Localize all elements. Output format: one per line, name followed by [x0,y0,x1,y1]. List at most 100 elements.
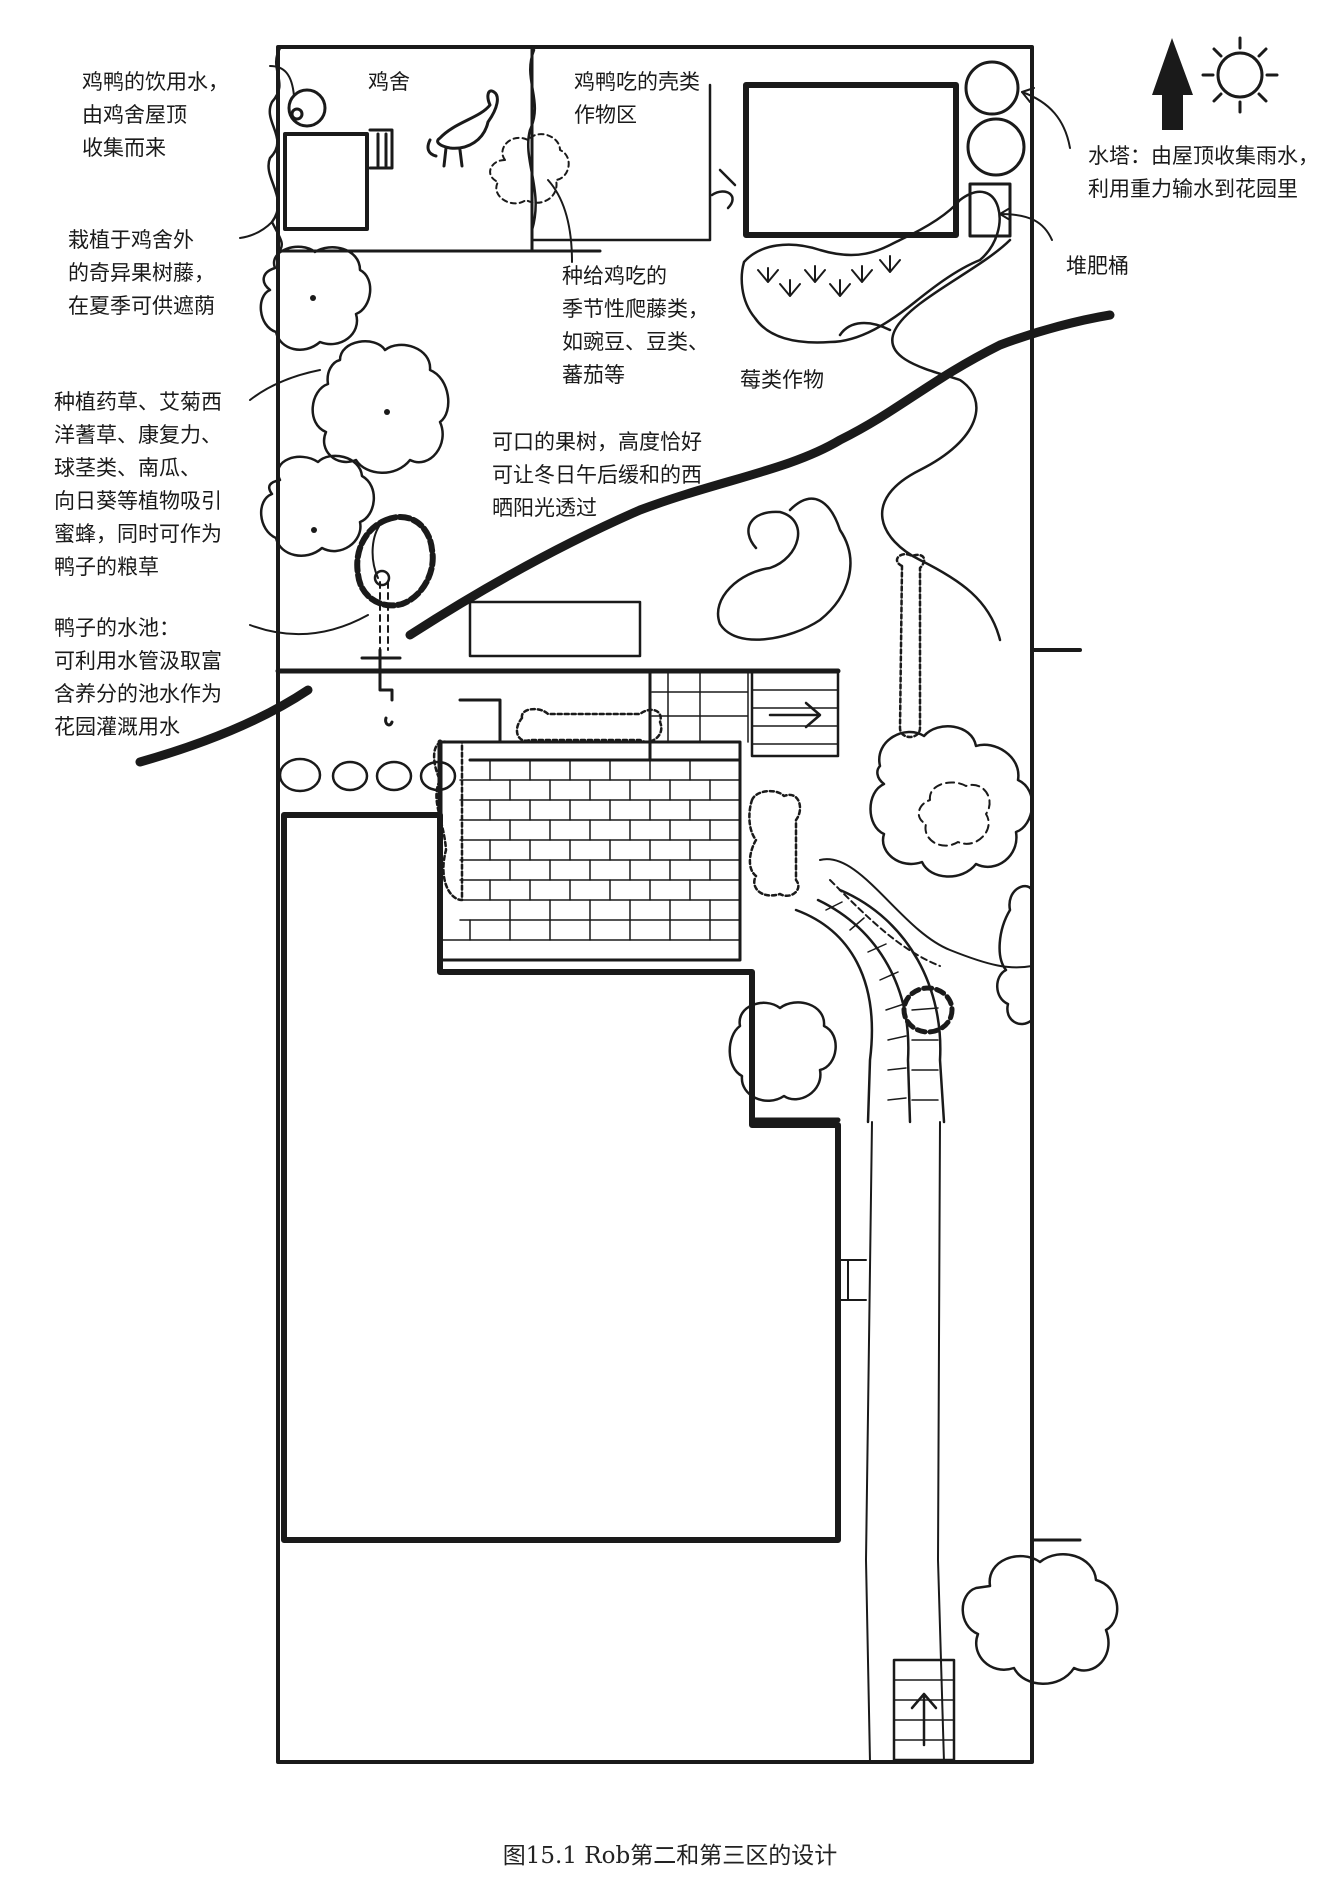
house-footprint [281,812,841,1543]
duck-pond-line-1: 鸭子的水池： [54,616,180,640]
seasonal-vines-line-4: 蕃茄等 [562,363,625,387]
coop-house [283,132,369,231]
herbs-line-5: 蜜蜂，同时可作为 [54,522,222,546]
drinking-water-pointer [269,65,295,97]
side-path [865,1121,945,1763]
shed-wall-line [530,83,712,242]
patio-outer-wall [437,739,841,1123]
berry-plants [757,255,901,297]
herbs-line-3: 球茎类、南瓜、 [54,456,201,480]
steps-arrow-icon [768,701,822,729]
herbs-line-1: 种植药草、艾菊西 [54,390,222,414]
water-tower-pointer [1021,91,1071,149]
curved-brick-path-ticks [825,901,939,1101]
duck-pond-line [135,685,313,767]
winter-sun-line [405,310,1115,640]
label-drinking-water: 鸡鸭的饮用水， 由鸡舍屋顶 收集而来 [82,66,229,165]
drinking-water-line-3: 收集而来 [82,136,166,160]
exotic-vine-line-3: 在夏季可供遮荫 [68,294,215,318]
label-berries: 莓类作物 [740,364,824,397]
duck-pond-pointer [249,614,369,635]
label-coop: 鸡舍 [368,66,410,99]
duck-pond-line-4: 花园灌溉用水 [54,715,180,739]
fruit-tree-3-trunk [311,527,317,533]
central-bed [468,600,642,658]
duck-pond-line-3: 含养分的池水作为 [54,682,222,706]
fruit-tree-3 [259,454,376,557]
compost-bin [968,182,1012,238]
small-shrubs [278,757,457,793]
seasonal-vine-pointer [547,179,573,263]
water-tower-pointer-head [1021,87,1035,103]
label-herbs: 种植药草、艾菊西 洋蓍草、康复力、 球茎类、南瓜、 向日葵等植物吸引 蜜蜂，同时… [54,386,222,584]
lower-path-curve-2 [829,879,941,967]
garden-tap-icon [360,648,402,727]
patio-steps [750,670,840,758]
front-yard-tree [961,1553,1119,1685]
label-water-tower: 水塔：由屋顶收集雨水， 利用重力输水到花园里 [1088,140,1319,206]
chicken-icon [426,89,499,168]
drinking-water-tank [287,88,327,128]
duck-pond-line-2: 可利用水管汲取富 [54,649,222,673]
drinking-water-line-2: 由鸡舍屋顶 [82,103,187,127]
fruit-trees-line-3: 晒阳光透过 [492,496,597,520]
water-tower-tank-1 [964,60,1020,116]
patio-shrub-right [748,789,802,897]
drinking-water-valve [290,107,304,121]
vine-pointer [239,221,273,239]
label-duck-pond: 鸭子的水池： 可利用水管汲取富 含养分的池水作为 花园灌溉用水 [54,612,222,744]
fruit-trees-line-2: 可让冬日午后缓和的西 [492,463,702,487]
fruit-trees-line-1: 可口的果树，高度恰好 [492,430,702,454]
shed-door [710,168,737,210]
pond-pump-icon [373,569,391,587]
coop-text: 鸡舍 [368,70,410,94]
fruit-tree-1 [259,245,372,351]
water-tower-tank-2 [966,117,1026,177]
label-fruit-trees: 可口的果树，高度恰好 可让冬日午后缓和的西 晒阳光透过 [492,426,702,525]
herbs-pointer [249,369,321,401]
side-path-gate [837,1259,867,1301]
berries-text: 莓类作物 [740,368,824,392]
fruit-tree-2 [311,340,450,474]
seasonal-vine-patch [489,133,570,205]
shade-tree-right-2 [996,884,1034,1026]
herbs-line-6: 鸭子的粮草 [54,555,159,579]
patio-steps-lines [751,689,839,745]
label-seasonal-vines: 种给鸡吃的 季节性爬藤类， 如豌豆、豆类、 蕃茄等 [562,260,709,392]
seasonal-vines-line-2: 季节性爬藤类， [562,297,709,321]
seasonal-vines-line-1: 种给鸡吃的 [562,264,667,288]
shed-building [743,82,959,238]
grain-area-line-1: 鸡鸭吃的壳类 [574,70,700,94]
lower-tree-left [728,1001,837,1102]
shade-tree-right [869,725,1034,878]
herbs-line-4: 向日葵等植物吸引 [54,489,222,513]
water-tower-line-1: 水塔：由屋顶收集雨水， [1088,144,1319,168]
compost-text: 堆肥桶 [1066,254,1129,278]
drinking-water-line-1: 鸡鸭的饮用水， [82,70,229,94]
grain-crop-area [530,45,602,253]
patio-top-brick [651,671,749,743]
berry-bed [740,190,1001,344]
duck-pond [354,513,436,609]
label-compost: 堆肥桶 [1066,250,1129,283]
exotic-vine-line-2: 的奇异果树藤， [68,261,215,285]
coop-feeder [368,128,394,170]
coop-vine-left [267,46,283,254]
hedge-right [895,552,926,739]
sun-icon [1201,36,1279,114]
exotic-vine-line-1: 栽植于鸡舍外 [68,228,194,252]
shade-tree-canopy [917,781,991,847]
stone-ring [901,985,955,1035]
compost-pointer [999,213,1053,241]
label-grain-area: 鸡鸭吃的壳类 作物区 [574,66,700,132]
fruit-tree-1-trunk [310,295,316,301]
figure-caption: 图15.1 Rob第二和第三区的设计 [502,1843,838,1869]
north-arrow-icon [1152,38,1193,130]
herbs-line-2: 洋蓍草、康复力、 [54,423,222,447]
patio-hedge-top [515,707,663,743]
pond-pipe [379,581,389,651]
front-steps-arrow-icon [910,1692,938,1747]
front-steps [892,1658,956,1762]
water-tower-line-2: 利用重力输水到花园里 [1088,177,1298,201]
